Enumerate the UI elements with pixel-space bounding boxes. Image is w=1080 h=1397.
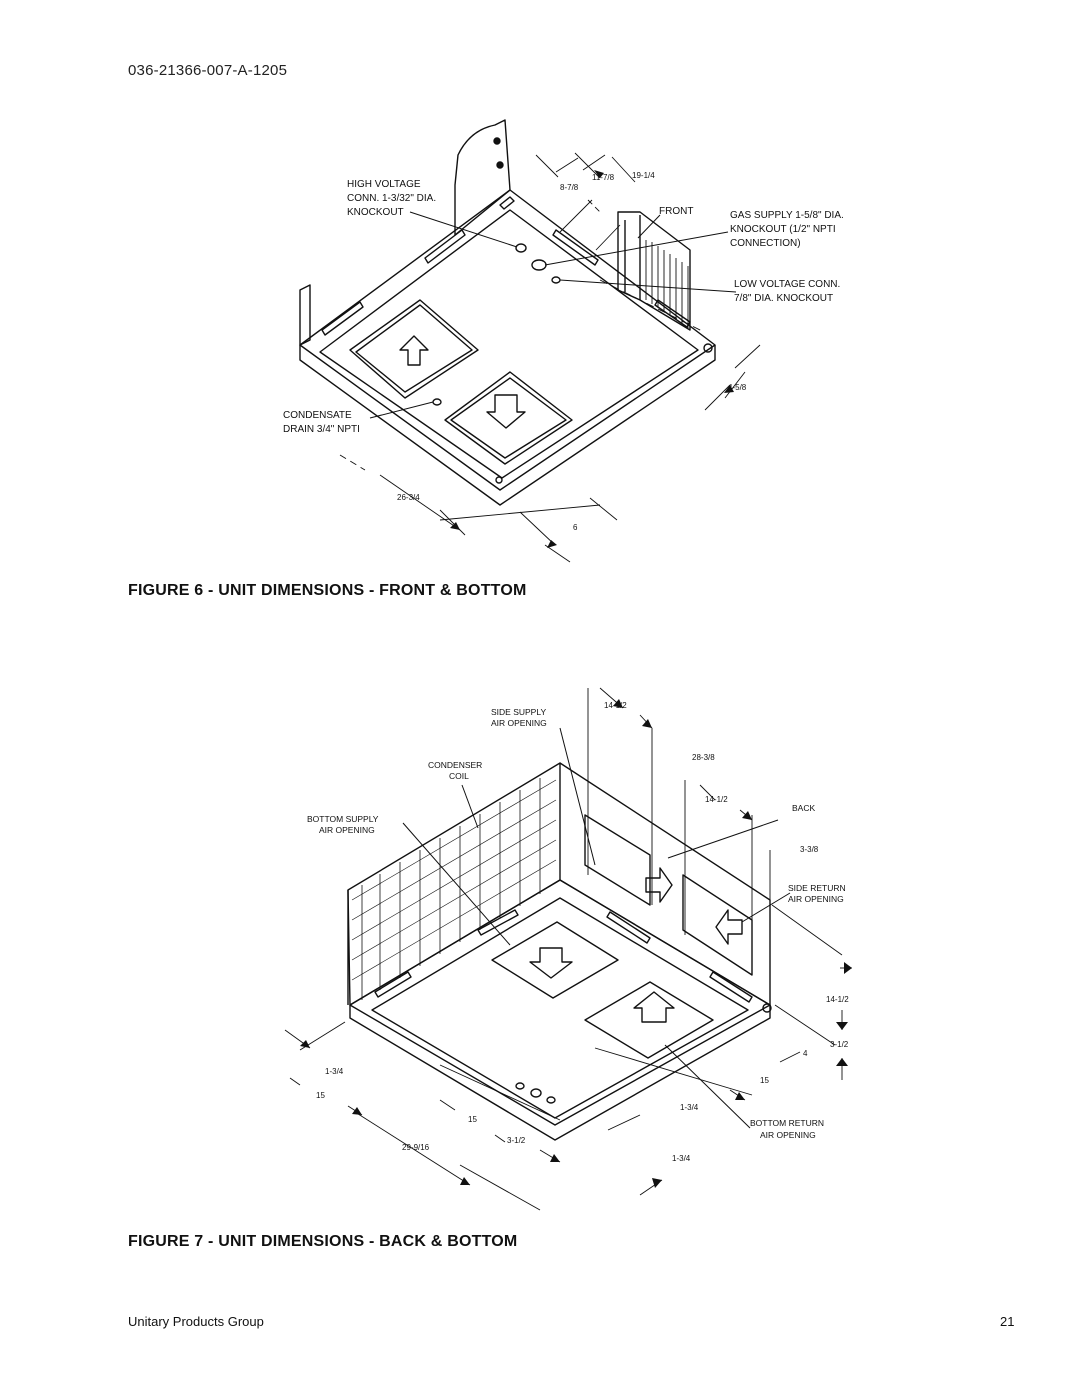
- dim-4-5-8: 4-5/8: [728, 383, 747, 392]
- dim-d: 3-3/8: [800, 845, 819, 854]
- side-return-label-2: AIR OPENING: [788, 894, 844, 904]
- figure-7-drawing: SIDE SUPPLY AIR OPENING CONDENSER COIL B…: [284, 687, 852, 1211]
- bottom-supply-label-1: BOTTOM SUPPLY: [307, 814, 379, 824]
- dim-6: 6: [573, 523, 578, 532]
- page-number: 21: [1000, 1314, 1015, 1329]
- back-label: BACK: [792, 803, 815, 813]
- condensate-label-1: CONDENSATE: [283, 410, 352, 421]
- low-voltage-label-1: LOW VOLTAGE CONN.: [734, 279, 840, 290]
- dim-c: 14-1/2: [705, 795, 728, 804]
- side-supply-label-1: SIDE SUPPLY: [491, 707, 546, 717]
- bottom-return-label-1: BOTTOM RETURN: [750, 1118, 824, 1128]
- dim-b: 28-3/8: [692, 753, 715, 762]
- dim-l: 3-1/2: [507, 1136, 526, 1145]
- dim-11-7-8: 11-7/8: [592, 173, 615, 182]
- dim-m: 29-9/16: [402, 1143, 430, 1152]
- gas-supply-label-3: CONNECTION): [730, 238, 801, 249]
- dim-a: 14-1/2: [604, 701, 627, 710]
- footer-company: Unitary Products Group: [128, 1314, 264, 1329]
- dim-o: 1-3/4: [672, 1154, 691, 1163]
- high-voltage-label-3: KNOCKOUT: [347, 207, 404, 218]
- dim-j: 15: [316, 1091, 325, 1100]
- condensate-label-2: DRAIN 3/4" NPTI: [283, 424, 360, 435]
- condenser-label-1: CONDENSER: [428, 760, 482, 770]
- high-voltage-label-2: CONN. 1-3/32" DIA.: [347, 193, 436, 204]
- high-voltage-label-1: HIGH VOLTAGE: [347, 179, 421, 190]
- figure-6-caption: FIGURE 6 - UNIT DIMENSIONS - FRONT & BOT…: [128, 582, 527, 599]
- side-return-label-1: SIDE RETURN: [788, 883, 846, 893]
- figure-7-caption: FIGURE 7 - UNIT DIMENSIONS - BACK & BOTT…: [128, 1233, 518, 1250]
- dim-e: 14-1/2: [826, 995, 849, 1004]
- dim-g: 4: [803, 1049, 808, 1058]
- front-label: FRONT: [659, 206, 693, 217]
- dim-k: 15: [468, 1115, 477, 1124]
- dim-i: 1-3/4: [325, 1067, 344, 1076]
- side-supply-label-2: AIR OPENING: [491, 718, 547, 728]
- dim-8-7-8: 8-7/8: [560, 183, 579, 192]
- bottom-return-label-2: AIR OPENING: [760, 1130, 816, 1140]
- condenser-label-2: COIL: [449, 771, 469, 781]
- gas-supply-label-1: GAS SUPPLY 1-5/8" DIA.: [730, 210, 844, 221]
- gas-supply-label-2: KNOCKOUT (1/2" NPTI: [730, 224, 836, 235]
- dim-h: 15: [760, 1076, 769, 1085]
- dim-f: 3-1/2: [830, 1040, 849, 1049]
- dim-n: 1-3/4: [680, 1103, 699, 1112]
- dim-26-3-4: 26-3/4: [397, 493, 420, 502]
- document-number: 036-21366-007-A-1205: [128, 62, 288, 79]
- dim-19-1-4: 19-1/4: [632, 171, 655, 180]
- low-voltage-label-2: 7/8" DIA. KNOCKOUT: [734, 293, 833, 304]
- figure-6-drawing: HIGH VOLTAGE CONN. 1-3/32" DIA. KNOCKOUT…: [283, 119, 844, 563]
- bottom-supply-label-2: AIR OPENING: [319, 825, 375, 835]
